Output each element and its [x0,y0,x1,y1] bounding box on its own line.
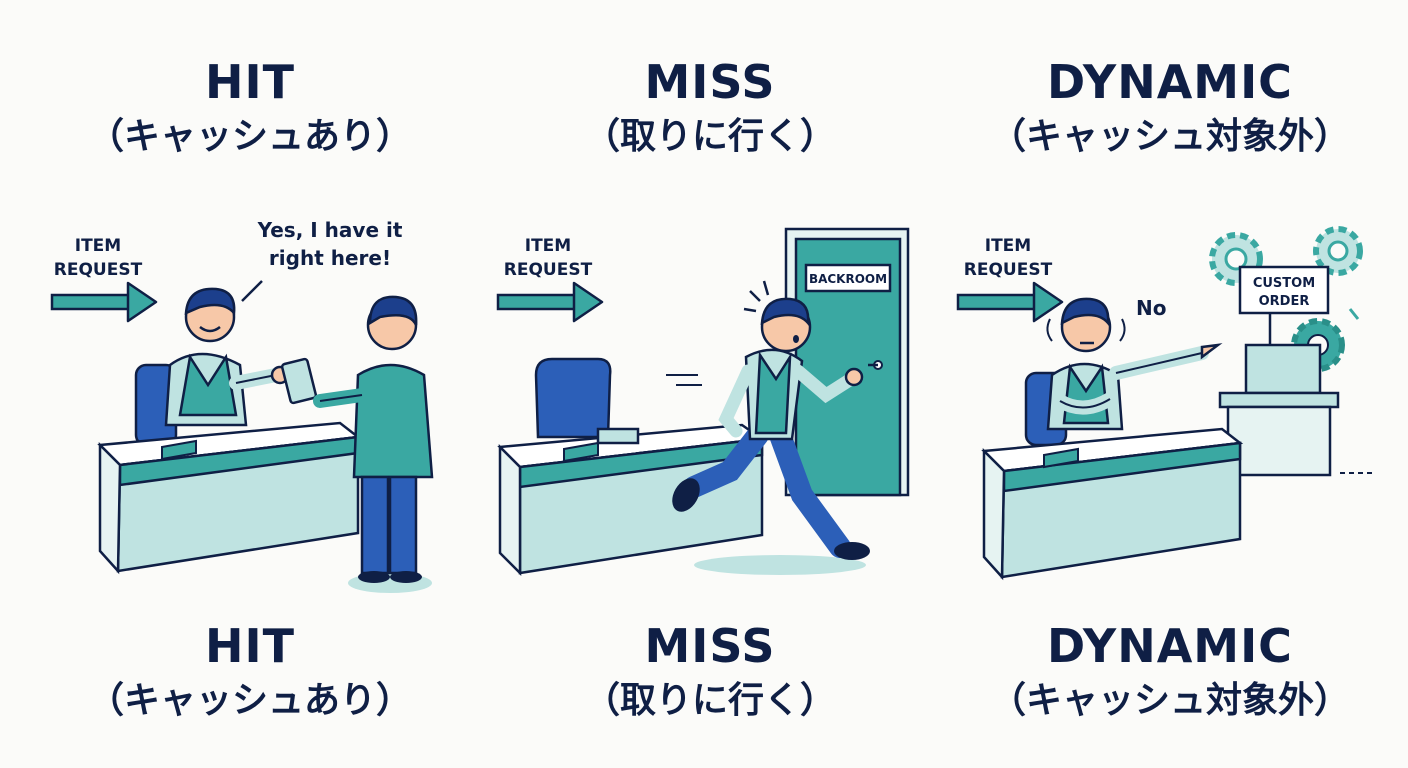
dynamic-title-bottom: DYNAMIC （キャッシュ対象外） [980,622,1360,720]
dynamic-title-top: DYNAMIC （キャッシュ対象外） [980,58,1360,156]
running-clerk-icon [666,280,870,575]
svg-text:right here!: right here! [269,246,391,270]
miss-subtitle: （取りに行く） [583,116,836,158]
hit-title-bottom: HIT （キャッシュあり） [80,622,420,720]
hit-subtitle: （キャッシュあり） [87,116,412,158]
request-arrow-icon [496,281,604,323]
svg-text:ITEM: ITEM [75,236,121,256]
request-arrow-icon [50,281,158,323]
miss-subtitle: （取りに行く） [583,680,836,722]
svg-text:CUSTOM: CUSTOM [1253,276,1315,291]
svg-text:ORDER: ORDER [1259,294,1310,309]
custom-order-machine-icon: CUSTOM ORDER [1209,226,1376,477]
desk-icon [497,423,766,577]
hit-title: HIT [205,55,295,109]
dynamic-title: DYNAMIC [1047,55,1293,109]
speech-text: No [1136,296,1166,320]
miss-title: MISS [644,619,776,673]
customer-icon [313,295,434,593]
hit-subtitle: （キャッシュあり） [87,680,412,722]
backroom-door-icon: BACKROOM [784,227,910,497]
svg-text:Yes, I have it: Yes, I have it [257,218,403,242]
hit-scene: ITEM REQUEST Yes, I have it right here! [50,218,434,593]
desk-icon [981,427,1244,581]
hit-title: HIT [205,619,295,673]
svg-text:REQUEST: REQUEST [54,260,143,280]
hit-title-top: HIT （キャッシュあり） [80,58,420,156]
miss-title-top: MISS （取りに行く） [540,58,880,156]
desk-icon [97,421,362,575]
miss-title: MISS [644,55,776,109]
chair-icon [534,357,612,439]
request-label: ITEM REQUEST [54,236,143,280]
door-sign: BACKROOM [809,272,887,286]
svg-text:REQUEST: REQUEST [964,260,1053,280]
dynamic-title: DYNAMIC [1047,619,1293,673]
request-label: ITEM REQUEST [964,236,1053,280]
dynamic-scene: ITEM REQUEST CUSTOM ORDER [956,226,1376,581]
refusing-clerk-icon [1046,297,1223,431]
miss-scene: ITEM REQUEST BACKROOM [496,227,910,577]
dynamic-subtitle: （キャッシュ対象外） [989,680,1350,722]
request-label: ITEM REQUEST [504,236,593,280]
svg-text:ITEM: ITEM [985,236,1031,256]
clerk-icon [164,287,290,427]
request-arrow-icon [956,281,1064,323]
book-icon [280,357,318,405]
svg-text:ITEM: ITEM [525,236,571,256]
miss-title-bottom: MISS （取りに行く） [540,622,880,720]
speech-text: Yes, I have it right here! [257,218,403,270]
dynamic-subtitle: （キャッシュ対象外） [989,116,1350,158]
speech-tick-icon [241,280,263,302]
svg-text:REQUEST: REQUEST [504,260,593,280]
